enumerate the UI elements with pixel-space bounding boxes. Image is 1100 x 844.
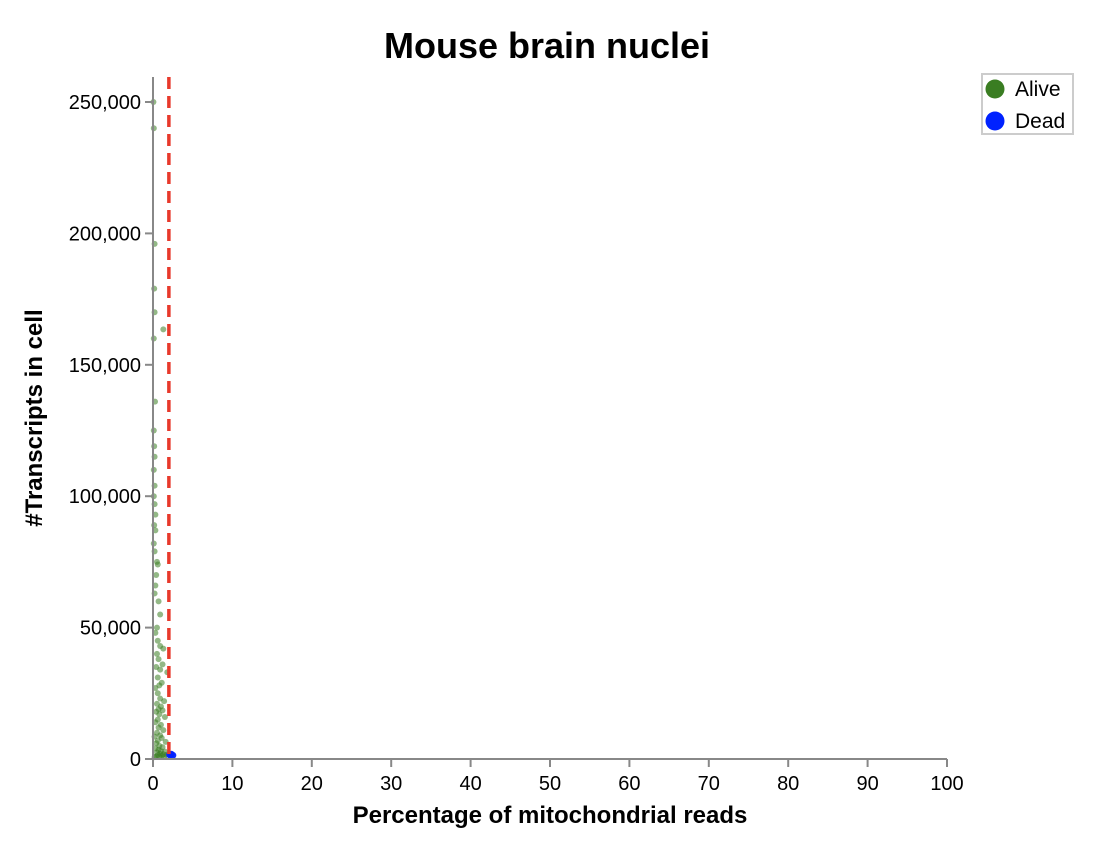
y-tick-label: 50,000 xyxy=(80,618,141,640)
point-alive xyxy=(161,698,168,705)
axes-layer: 0 10 20 30 40 50 60 70 80 90 100 0 50,000 100,000 150,… xyxy=(69,77,964,795)
point-alive xyxy=(160,727,167,734)
point-alive xyxy=(154,637,161,644)
x-axis-label: Percentage of mitochondrial reads xyxy=(353,802,748,829)
x-tick-label: 70 xyxy=(698,773,720,795)
y-tick-label: 0 xyxy=(130,749,141,771)
legend-swatch xyxy=(985,79,1005,99)
x-tick-label: 40 xyxy=(459,773,481,795)
y-tick-label: 200,000 xyxy=(69,223,141,245)
x-tick-label: 80 xyxy=(777,773,799,795)
x-tick-label: 10 xyxy=(221,773,243,795)
point-alive xyxy=(160,326,167,333)
y-tick-label: 250,000 xyxy=(69,92,141,114)
x-tick-label: 30 xyxy=(380,773,402,795)
point-alive xyxy=(156,711,163,718)
point-alive xyxy=(159,661,166,668)
legend-label: Dead xyxy=(1015,110,1065,133)
point-alive xyxy=(154,561,161,568)
point-alive xyxy=(155,598,162,605)
y-tick-label: 100,000 xyxy=(69,486,141,508)
y-tick-label: 150,000 xyxy=(69,355,141,377)
point-alive xyxy=(155,656,162,663)
y-axis-label: #Transcripts in cell xyxy=(21,309,48,526)
points-layer xyxy=(150,99,177,761)
legend-swatch xyxy=(985,111,1005,131)
x-tick-label: 60 xyxy=(618,773,640,795)
legend-item-dead: Dead xyxy=(985,110,1065,133)
point-alive xyxy=(153,572,160,579)
x-tick-label: 90 xyxy=(856,773,878,795)
x-tick-label: 0 xyxy=(147,773,158,795)
chart-title: Mouse brain nuclei xyxy=(384,25,710,66)
x-tick-label: 100 xyxy=(930,773,963,795)
x-tick-label: 20 xyxy=(301,773,323,795)
point-alive xyxy=(154,674,161,681)
legend-item-alive: Alive xyxy=(985,78,1061,101)
point-alive xyxy=(160,645,167,652)
point-dead xyxy=(169,751,177,759)
point-alive xyxy=(157,611,164,618)
legend-label: Alive xyxy=(1015,78,1061,101)
point-alive xyxy=(161,713,168,720)
x-tick-label: 50 xyxy=(539,773,561,795)
point-alive xyxy=(153,624,160,631)
point-alive xyxy=(154,690,161,697)
point-alive xyxy=(155,724,162,731)
point-alive xyxy=(157,666,164,673)
point-alive xyxy=(153,650,160,657)
